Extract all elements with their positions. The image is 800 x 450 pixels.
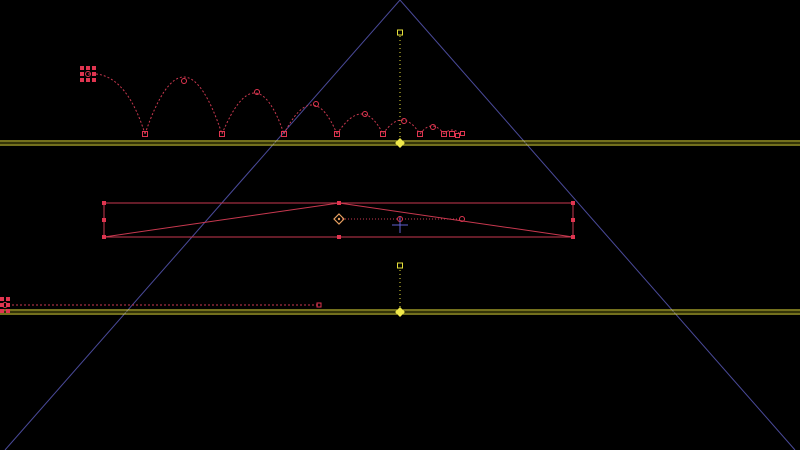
seesaw-left-diagonal	[103, 202, 340, 238]
seesaw-corner-handle[interactable]	[102, 235, 106, 239]
keyframe-handle[interactable]	[417, 131, 423, 137]
seesaw-right-diagonal	[338, 202, 574, 238]
frustum-right-edge	[399, 0, 796, 450]
grid-handle[interactable]	[92, 78, 96, 82]
slide-origin-handle[interactable]	[2, 302, 8, 308]
lower-guide-handle[interactable]	[397, 262, 403, 269]
seesaw-edge-handle[interactable]	[102, 218, 106, 222]
bounce-arc-1	[144, 76, 223, 135]
bouncing-ball-path[interactable]	[87, 73, 461, 135]
sliding-object-path[interactable]	[0, 297, 322, 313]
bounce-keyframes[interactable]	[142, 78, 465, 138]
grid-handle[interactable]	[86, 66, 90, 70]
upper-ground-pivot[interactable]	[395, 138, 405, 148]
apex-handle[interactable]	[401, 118, 407, 124]
keyframe-handle[interactable]	[142, 131, 148, 137]
seesaw-end-handle[interactable]	[459, 216, 465, 222]
seesaw-edge-handle[interactable]	[337, 201, 341, 205]
seesaw-edge-handle[interactable]	[571, 218, 575, 222]
keyframe-handle[interactable]	[281, 131, 287, 137]
upper-guide-handle[interactable]	[397, 29, 403, 36]
seesaw-corner-handle[interactable]	[571, 235, 575, 239]
apex-handle[interactable]	[362, 111, 368, 117]
keyframe-handle[interactable]	[449, 131, 455, 137]
apex-handle[interactable]	[430, 124, 436, 130]
bounce-arc-4	[336, 113, 384, 135]
apex-handle[interactable]	[313, 101, 319, 107]
seesaw-edge-handle[interactable]	[337, 235, 341, 239]
keyframe-handle[interactable]	[455, 133, 460, 138]
bounce-arc-3	[283, 104, 338, 135]
keyframe-handle[interactable]	[460, 131, 465, 136]
bounce-arc-2	[221, 92, 285, 135]
bounce-arc-0	[87, 73, 146, 135]
grid-handle[interactable]	[86, 78, 90, 82]
ball-origin-handle[interactable]	[85, 71, 91, 77]
seesaw-rig[interactable]	[102, 201, 575, 239]
grid-handle[interactable]	[80, 66, 84, 70]
bounce-arc-6	[419, 125, 445, 135]
keyframe-handle[interactable]	[441, 131, 447, 137]
seesaw-corner-handle[interactable]	[102, 201, 106, 205]
grid-handle[interactable]	[6, 309, 10, 313]
camera-frustum[interactable]	[4, 0, 796, 450]
origin-marker[interactable]	[333, 213, 345, 225]
frustum-left-edge	[4, 0, 401, 450]
keyframe-handle[interactable]	[219, 131, 225, 137]
bounce-arc-7	[443, 129, 461, 135]
grid-handle[interactable]	[0, 309, 4, 313]
grid-handle[interactable]	[80, 78, 84, 82]
upper-ground-line[interactable]	[0, 29, 800, 148]
grid-handle[interactable]	[6, 297, 10, 301]
lower-ground-pivot[interactable]	[395, 307, 405, 317]
grid-handle[interactable]	[92, 72, 96, 76]
seesaw-corner-handle[interactable]	[571, 201, 575, 205]
slide-end-keyframe[interactable]	[316, 302, 322, 308]
origin-dot	[337, 217, 341, 221]
apex-handle[interactable]	[254, 89, 260, 95]
lower-ground-line[interactable]	[0, 262, 800, 317]
grid-handle[interactable]	[92, 66, 96, 70]
grid-handle[interactable]	[80, 72, 84, 76]
keyframe-handle[interactable]	[334, 131, 340, 137]
ball-control-grid[interactable]	[80, 66, 96, 82]
keyframe-handle[interactable]	[380, 131, 386, 137]
grid-handle[interactable]	[0, 297, 4, 301]
apex-handle[interactable]	[181, 78, 187, 84]
